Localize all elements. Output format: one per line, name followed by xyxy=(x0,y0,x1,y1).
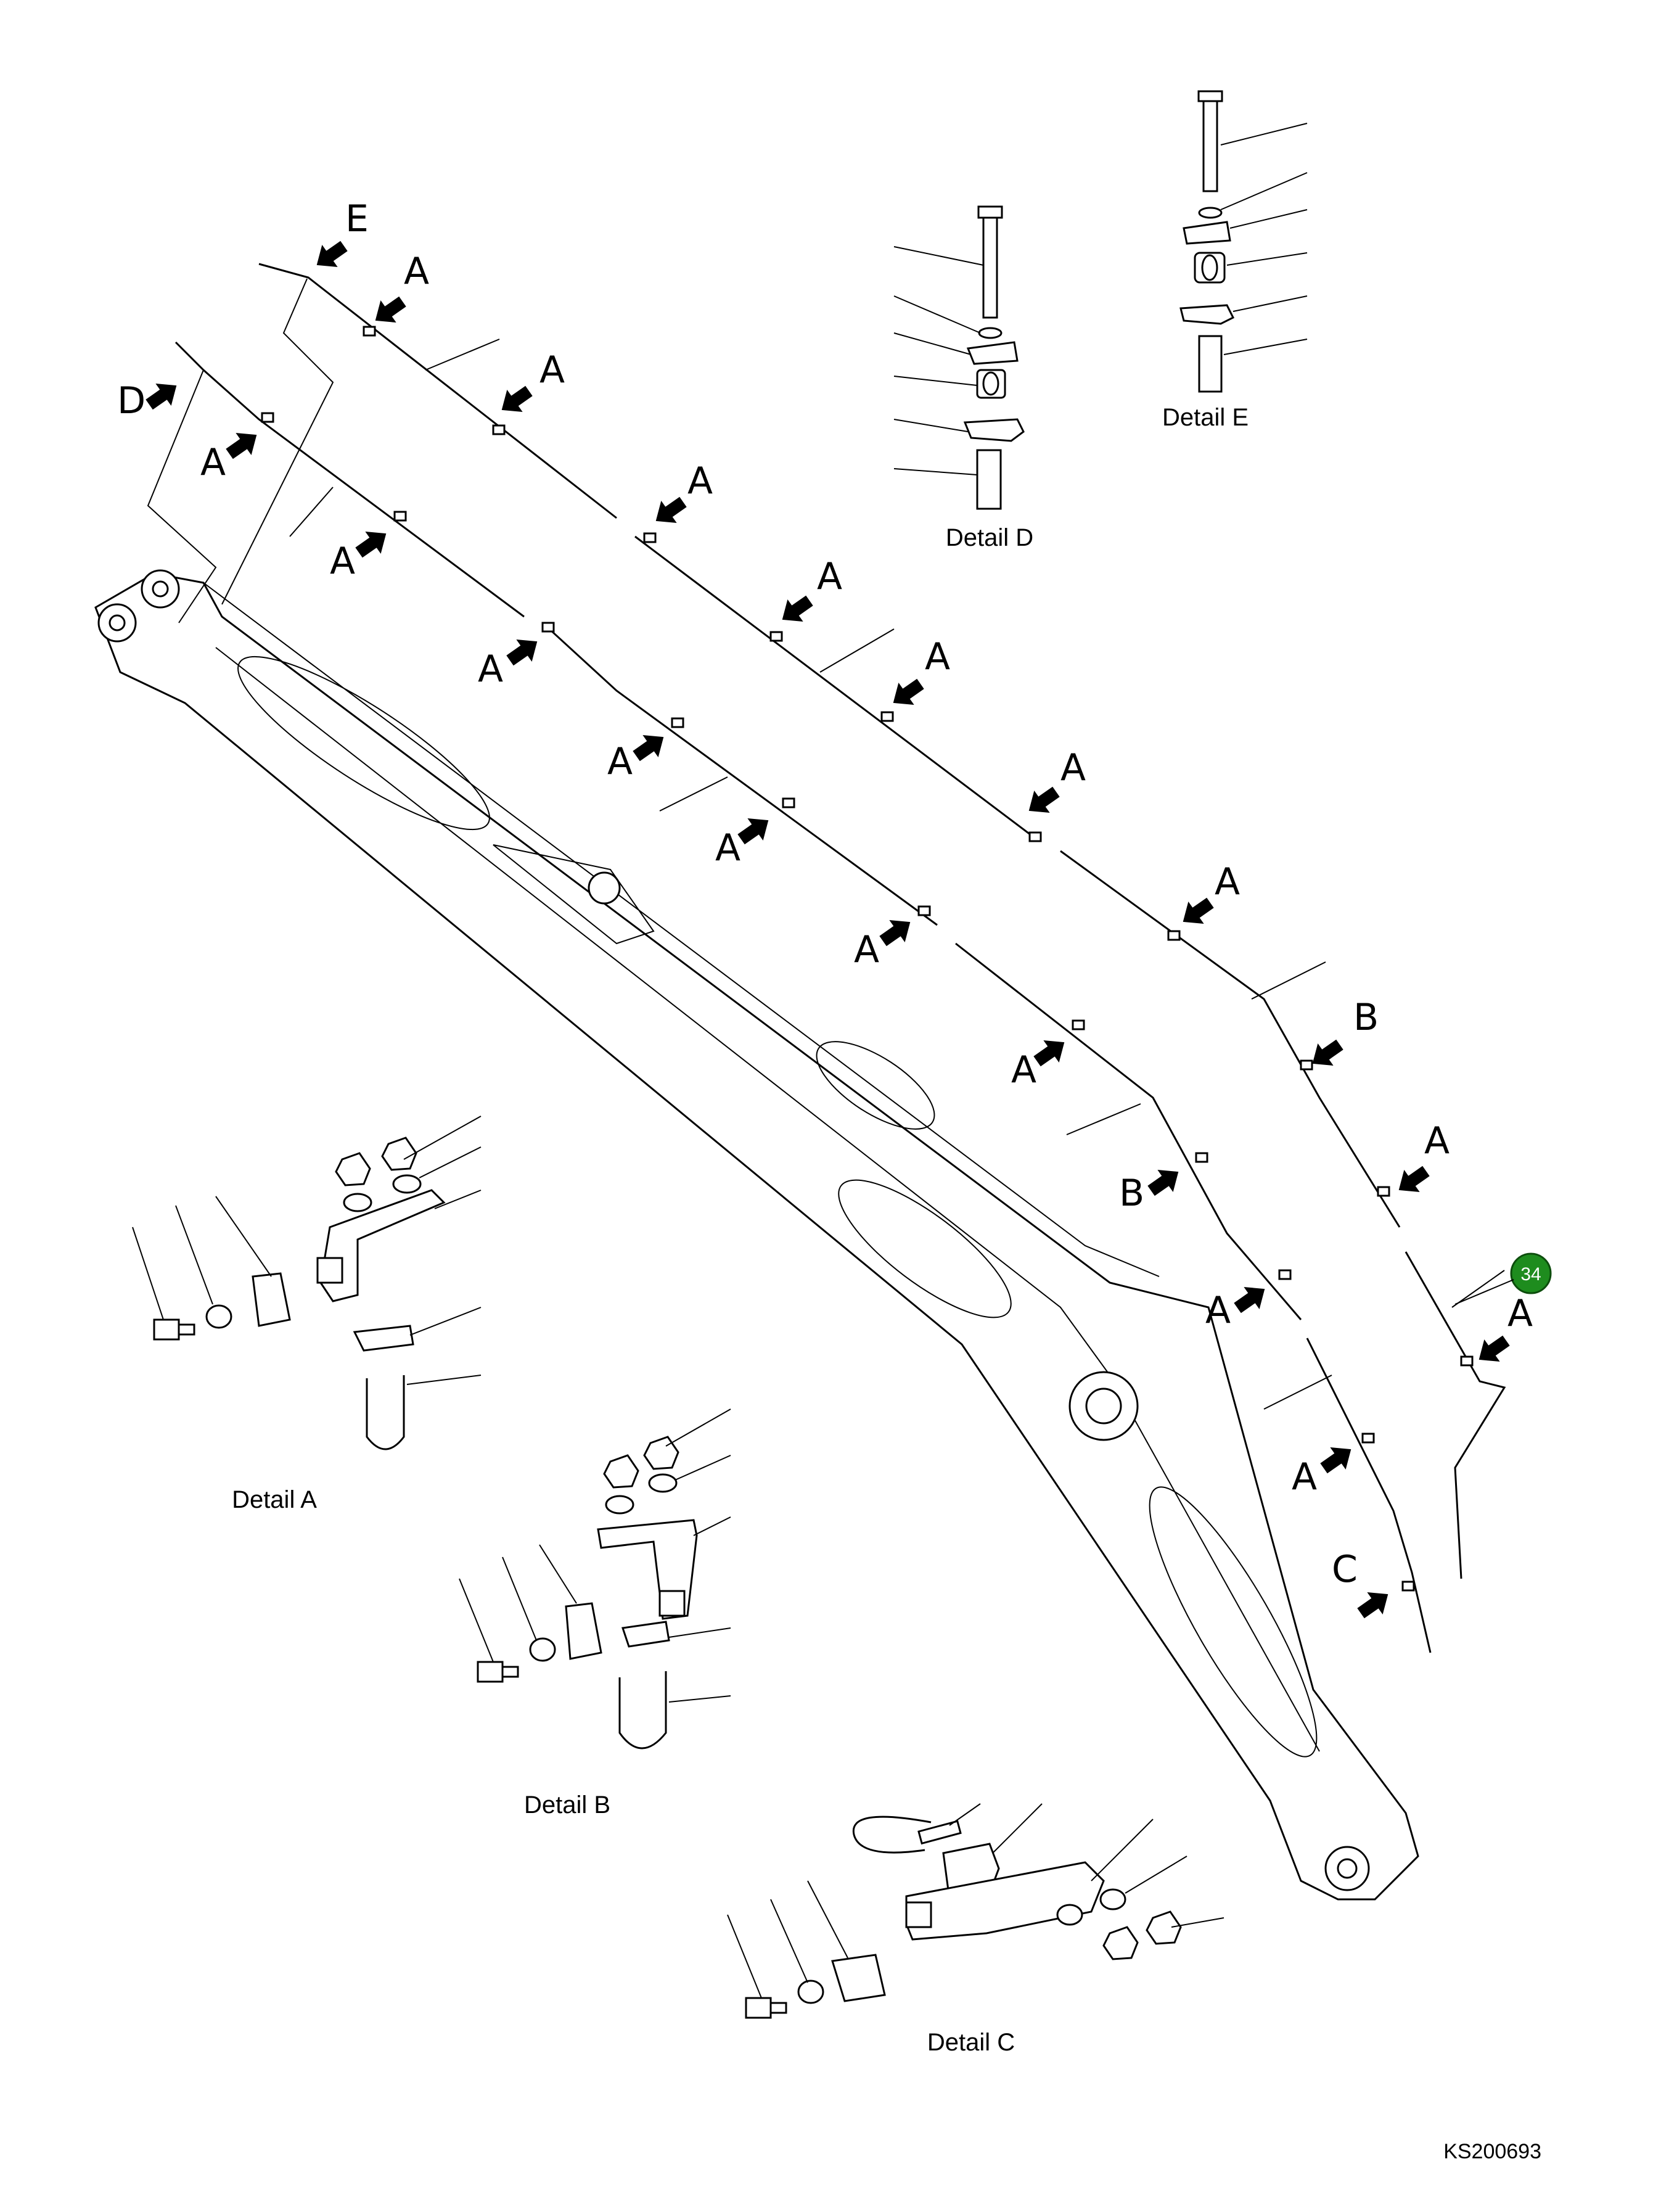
callout-a: A xyxy=(1205,1289,1231,1332)
detail-c: Detail C xyxy=(727,1803,1224,2056)
callout-a: A xyxy=(539,348,565,392)
callout-b: B xyxy=(1119,1172,1144,1215)
callout-a: A xyxy=(1060,746,1086,789)
pipe-leaders xyxy=(289,339,1505,1410)
callout-a: A xyxy=(925,635,950,678)
callout-a: A xyxy=(715,826,740,870)
callout-a: A xyxy=(854,928,879,971)
callout-e: E xyxy=(345,197,369,241)
callout-a: A xyxy=(1507,1292,1533,1335)
detail-d-label: Detail D xyxy=(946,524,1033,551)
callout-a: A xyxy=(478,648,503,691)
pipe-clamps xyxy=(261,326,1474,1592)
detail-e-label: Detail E xyxy=(1162,404,1249,431)
callout-a: A xyxy=(330,540,355,583)
callout-b: B xyxy=(1353,996,1379,1039)
callout-a: A xyxy=(404,250,429,293)
boom-arm xyxy=(94,569,1419,1901)
callout-d: D xyxy=(117,379,146,422)
pipe-line-upper xyxy=(258,263,1506,1579)
callout-a: A xyxy=(607,740,633,783)
callout-c: C xyxy=(1332,1548,1358,1591)
callout-a: A xyxy=(1292,1455,1317,1499)
drawing-code: KS200693 xyxy=(1443,2140,1541,2163)
callout-a: A xyxy=(1011,1048,1036,1092)
callout-a: A xyxy=(687,459,713,503)
callout-arrows xyxy=(141,234,1514,1625)
detail-a-label: Detail A xyxy=(232,1486,317,1513)
detail-a: Detail A xyxy=(132,1116,482,1513)
callout-a: A xyxy=(200,441,226,484)
pipe-line-lower xyxy=(174,341,1432,1653)
part-number-badge[interactable]: 34 xyxy=(1510,1252,1552,1294)
callout-a: A xyxy=(1424,1119,1450,1162)
detail-b: Detail B xyxy=(459,1408,731,1819)
callout-a: A xyxy=(817,555,842,598)
callout-letters: E A A D A A A A A A A A A A A A B B A A … xyxy=(117,197,1533,1591)
detail-e: Detail E xyxy=(1162,90,1308,431)
detail-b-label: Detail B xyxy=(524,1791,610,1819)
part-number-label: 34 xyxy=(1520,1264,1541,1285)
detail-d: Detail D xyxy=(893,205,1033,551)
detail-c-label: Detail C xyxy=(927,2029,1015,2056)
callout-a: A xyxy=(1215,860,1240,903)
